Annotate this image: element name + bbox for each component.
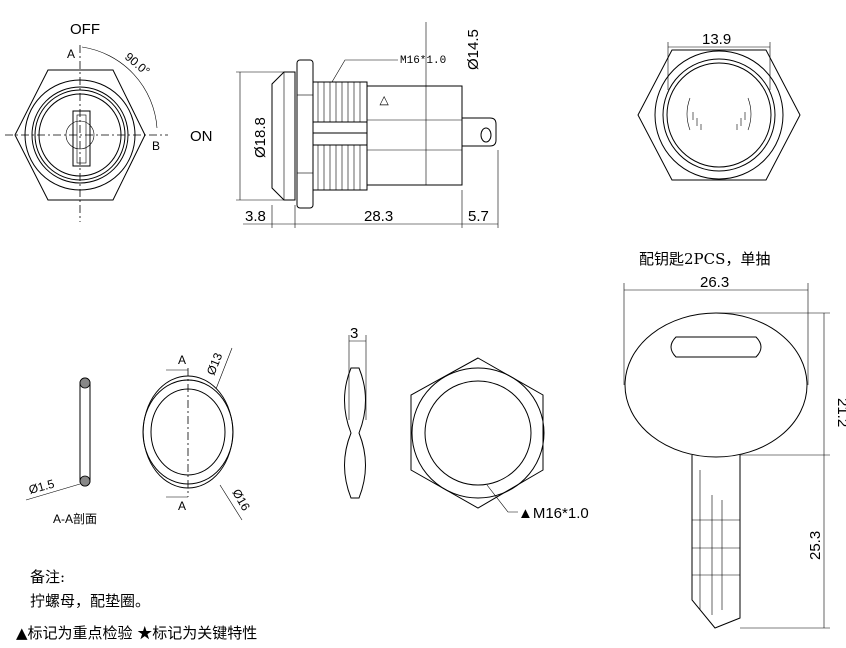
oring-outer-dia: Ø16 (229, 487, 253, 514)
washer-thickness-dim: 3 (350, 325, 358, 342)
washer-drawing: 3 (344, 325, 367, 499)
rotation-angle: 90.0° (122, 50, 153, 79)
thread-callout: M16*1.0 (400, 55, 446, 67)
section-a-bottom: A (178, 499, 186, 513)
body-diameter-dim: Ø14.5 (465, 29, 482, 70)
key-title: 配钥匙2PCS，单抽 (639, 250, 771, 268)
back-view: 13.9 (637, 31, 801, 181)
tab-length-dim: 5.7 (468, 208, 489, 225)
notes-line: 拧螺母，配垫圈。 (30, 592, 151, 610)
section-a-top: A (178, 353, 186, 367)
point-b-label: B (152, 139, 160, 153)
flange-diameter-dim: Ø18.8 (252, 117, 269, 158)
section-label: A-A剖面 (53, 512, 97, 526)
oring-section-dia: Ø1.5 (27, 477, 56, 497)
back-width-dim: 13.9 (702, 31, 731, 48)
off-label: OFF (70, 21, 100, 38)
key-blade-length-dim: 25.3 (807, 531, 824, 560)
nut-thread-callout: ▲M16*1.0 (518, 505, 589, 522)
notes-legend: ▲标记为重点检验 ★标记为关键特性 (16, 624, 258, 642)
point-a-label: A (67, 47, 75, 61)
oring-drawing: Ø1.5 A-A剖面 A A Ø13 Ø16 (25, 347, 253, 526)
side-view: ◁ Ø18.8 Ø14.5 M16*1.0 3.8 28.3 5.7 (236, 22, 499, 228)
notes-heading: 备注: (30, 568, 66, 586)
front-view: OFF A ON B 90.0° (5, 21, 213, 222)
key-slot (72, 110, 91, 167)
body-length-dim: 28.3 (364, 208, 393, 225)
thread (312, 81, 368, 191)
flange-length-dim: 3.8 (245, 208, 266, 225)
nut-drawing: ▲M16*1.0 (410, 357, 589, 522)
key-drawing: 26.3 21.2 25.3 (623, 274, 846, 629)
key-head-height-dim: 21.2 (834, 398, 846, 427)
key-width-dim: 26.3 (700, 274, 729, 291)
svg-text:◁: ◁ (378, 96, 392, 106)
on-label: ON (190, 128, 213, 145)
